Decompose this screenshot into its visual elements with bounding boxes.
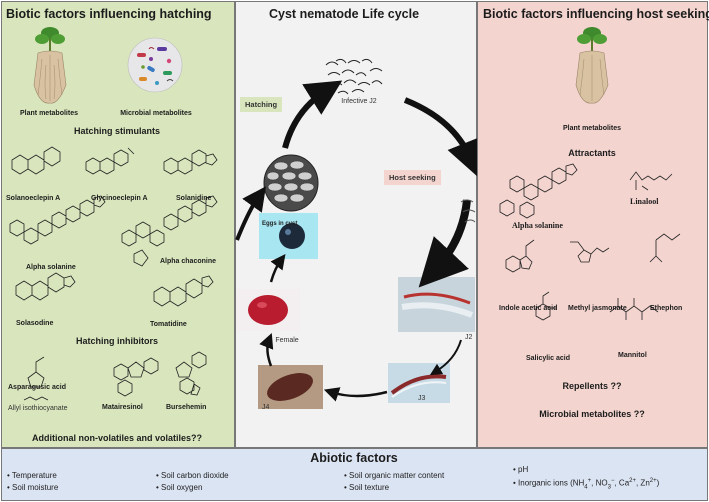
microbial-metabolites-note: Microbial metabolites ?? bbox=[539, 409, 645, 419]
j4-label: J4 bbox=[262, 404, 270, 411]
abiotic-item-soil-organic-matter: • Soil organic matter content bbox=[344, 471, 445, 480]
infective-juveniles-icon bbox=[325, 58, 383, 95]
cyst-eggs-icon bbox=[263, 154, 319, 212]
plant-metabolites-label: Plant metabolites bbox=[20, 110, 78, 117]
inhibitor-bursehemin: Bursehemin bbox=[166, 404, 207, 411]
abiotic-factors-panel bbox=[1, 448, 708, 501]
plant-roots-icon bbox=[33, 27, 67, 104]
hatching-tag: Hatching bbox=[240, 97, 283, 112]
attractant-indole-acetic-acid: Indole acetic acid bbox=[499, 305, 558, 312]
attractants-header: Attractants bbox=[568, 148, 616, 158]
hatching-inhibitors-header: Hatching inhibitors bbox=[76, 336, 158, 346]
stimulant-alpha-solanine: Alpha solanine bbox=[26, 264, 76, 271]
hatching-panel-title: Biotic factors influencing hatching bbox=[6, 7, 212, 21]
hatching-inhibitor-structures bbox=[23, 351, 207, 401]
abiotic-item-soil-moisture: • Soil moisture bbox=[7, 483, 59, 492]
j4-photo bbox=[258, 365, 323, 409]
stimulant-solanidine: Solanidine bbox=[176, 195, 212, 202]
abiotic-item-soil-carbon-dioxide: • Soil carbon dioxide bbox=[156, 471, 229, 480]
female-label: Female bbox=[275, 337, 299, 344]
abiotic-factors-title: Abiotic factors bbox=[310, 451, 398, 465]
plant-metabolites-label: Plant metabolites bbox=[563, 125, 621, 132]
stimulant-solanoeclepin-a: Solanoeclepin A bbox=[6, 195, 61, 202]
abiotic-item-ph: • pH bbox=[513, 465, 529, 474]
attractant-methyl-jasmonate: Methyl jasmonate bbox=[568, 305, 627, 312]
female-photo bbox=[236, 289, 300, 331]
stimulant-tomatidine: Tomatidine bbox=[150, 321, 187, 328]
attractant-linalool: Linalool bbox=[630, 197, 659, 206]
life-cycle-title: Cyst nematode Life cycle bbox=[269, 7, 420, 21]
inhibitor-asparagusic-acid: Asparagusic acid bbox=[8, 384, 66, 391]
repellents-note: Repellents ?? bbox=[562, 381, 622, 391]
attractant-mannitol: Mannitol bbox=[618, 352, 647, 359]
stimulant-solasodine: Solasodine bbox=[16, 320, 54, 327]
attractant-salicylic-acid: Salicylic acid bbox=[526, 355, 570, 362]
eggs-in-cyst-photo bbox=[259, 213, 318, 259]
host-seeking-panel-title: Biotic factors influencing host seeking bbox=[483, 7, 709, 21]
eggs-in-cyst-label: Eggs in cyst bbox=[262, 221, 298, 227]
microbes-icon bbox=[127, 37, 183, 93]
attractant-ethephon: Ethephon bbox=[650, 305, 683, 312]
host-seeking-tag: Host seeking bbox=[384, 170, 441, 185]
inhibitor-matairesinol: Matairesinol bbox=[102, 404, 143, 411]
stimulant-alpha-chaconine: Alpha chaconine bbox=[160, 258, 217, 265]
hatching-stimulant-structures bbox=[9, 146, 218, 307]
abiotic-item-temperature: • Temperature bbox=[7, 471, 57, 480]
plant-roots-icon bbox=[575, 27, 609, 104]
life-cycle-arrows bbox=[235, 80, 477, 402]
infective-j2-label: Infective J2 bbox=[341, 98, 377, 105]
abiotic-item-soil-texture: • Soil texture bbox=[344, 483, 390, 492]
attractant-alpha-solanine: Alpha solanine bbox=[512, 221, 563, 230]
abiotic-item-inorganic-ions: • Inorganic ions (NH4+, NO3−, Ca2+, Zn2+… bbox=[513, 478, 660, 491]
j3-label: J3 bbox=[418, 395, 426, 402]
attractant-structures bbox=[499, 163, 681, 321]
inhibitor-allyl-isothiocyanate: Allyl isothiocyanate bbox=[8, 405, 68, 412]
stimulant-glycinoeclepin-a: Glycinoeclepin A bbox=[91, 195, 148, 202]
microbial-metabolites-label: Microbial metabolites bbox=[120, 110, 192, 117]
j2-label: J2 bbox=[465, 334, 473, 341]
hatching-stimulants-header: Hatching stimulants bbox=[73, 126, 161, 136]
abiotic-item-soil-oxygen: • Soil oxygen bbox=[156, 483, 203, 492]
additional-factors-note: Additional non-volatiles and volatiles?? bbox=[31, 433, 203, 443]
